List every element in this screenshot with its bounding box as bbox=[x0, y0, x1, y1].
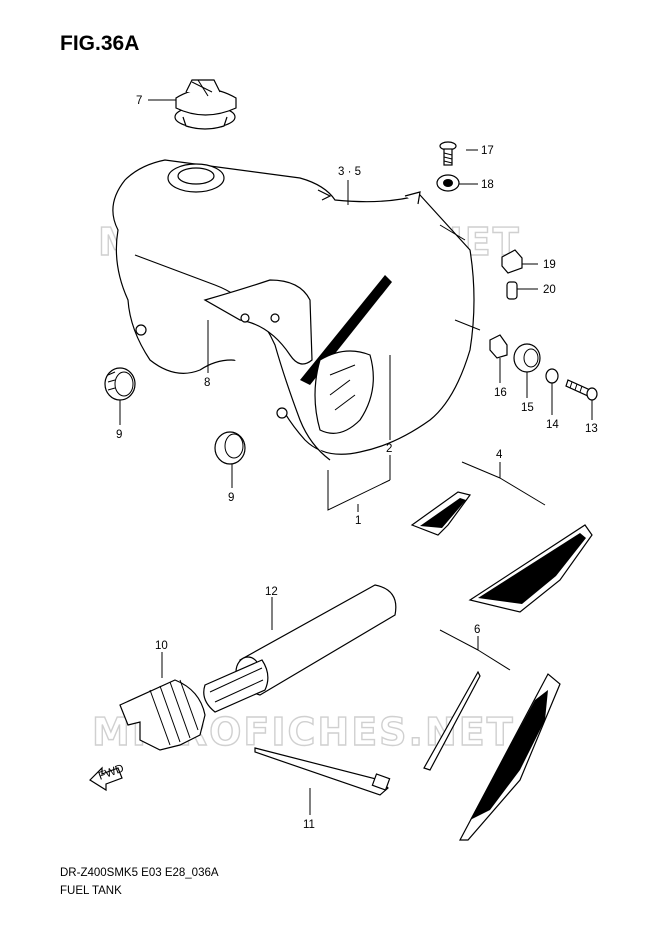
cushion-19-part[interactable] bbox=[501, 249, 523, 274]
washer-14-part[interactable] bbox=[545, 368, 559, 384]
callout-8: 8 bbox=[204, 377, 210, 389]
forward-direction-arrow: FWD bbox=[89, 763, 126, 792]
callout-15: 15 bbox=[521, 402, 534, 414]
callout-11: 11 bbox=[303, 819, 315, 831]
cushion-18-part[interactable] bbox=[436, 174, 460, 192]
callout-9-left: 9 bbox=[116, 429, 122, 441]
leader-lines bbox=[119, 99, 593, 815]
fuel-cap-part[interactable] bbox=[174, 79, 237, 130]
callout-6: 6 bbox=[474, 624, 480, 636]
cushion-9b-part[interactable] bbox=[214, 431, 246, 465]
callout-16: 16 bbox=[494, 387, 507, 399]
callout-14: 14 bbox=[546, 419, 559, 431]
callout-10: 10 bbox=[155, 640, 168, 652]
callout-20: 20 bbox=[543, 284, 556, 296]
collar-20-part[interactable] bbox=[506, 281, 518, 300]
bolt-13-part[interactable] bbox=[565, 379, 598, 401]
callout-4: 4 bbox=[496, 449, 503, 461]
callout-18: 18 bbox=[481, 179, 494, 191]
callout-19: 19 bbox=[543, 259, 556, 271]
bolt-17-part[interactable] bbox=[439, 141, 457, 166]
cushion-9a-part[interactable] bbox=[104, 367, 136, 401]
callout-12: 12 bbox=[265, 586, 278, 598]
diagram-name: FUEL TANK bbox=[60, 885, 122, 897]
callout-1: 1 bbox=[355, 515, 361, 527]
callout-7: 7 bbox=[136, 95, 142, 107]
cushion-15-part[interactable] bbox=[513, 343, 541, 373]
band-11-part[interactable] bbox=[254, 747, 391, 796]
callout-17: 17 bbox=[481, 145, 494, 157]
callout-13: 13 bbox=[585, 423, 598, 435]
cover-12-part[interactable] bbox=[203, 584, 397, 713]
callout-2: 2 bbox=[386, 443, 392, 455]
figure-title: FIG.36A bbox=[60, 32, 140, 55]
emblem-4-part[interactable] bbox=[410, 491, 593, 613]
callout-9-right: 9 bbox=[228, 492, 234, 504]
decal-6-part[interactable] bbox=[423, 670, 561, 841]
diagram-code: DR-Z400SMK5 E03 E28_036A bbox=[60, 867, 219, 879]
protector-10-part[interactable] bbox=[119, 679, 206, 751]
cushion-16-part[interactable] bbox=[489, 334, 508, 359]
fuel-tank-part[interactable] bbox=[112, 159, 475, 461]
callout-3-5: 3 · 5 bbox=[338, 166, 361, 178]
